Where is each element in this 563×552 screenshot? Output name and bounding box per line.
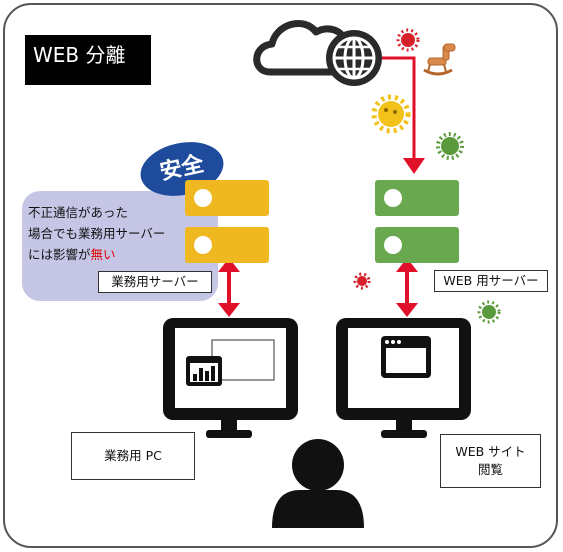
- business-server-unit-2: [185, 227, 269, 263]
- virus-icon: [477, 300, 501, 324]
- note-line-3-prefix: には影響が: [28, 247, 91, 262]
- server-led: [194, 189, 212, 207]
- business-server-unit-1: [185, 180, 269, 216]
- note-line-3: には影響が無い: [28, 244, 198, 265]
- web-browsing-label-line-1: WEB サイト: [455, 444, 526, 459]
- internet-connection-arrow: [382, 56, 425, 174]
- virus-icon: [396, 28, 420, 52]
- server-led: [194, 236, 212, 254]
- diagram-frame: [3, 3, 558, 548]
- note-line-3-highlight: 無い: [90, 247, 116, 262]
- virus-icon: [436, 132, 464, 160]
- web-server-unit-1: [375, 180, 459, 216]
- web-server-unit-2: [375, 227, 459, 263]
- globe-icon: [326, 30, 382, 86]
- rocking-horse-icon: [423, 43, 456, 76]
- business-server-label: 業務用サーバー: [98, 271, 212, 293]
- server-led: [384, 236, 402, 254]
- note-line-2: 場合でも業務用サーバー: [28, 226, 166, 241]
- isolation-note-text: 不正通信があった 場合でも業務用サーバー には影響が無い: [28, 202, 198, 265]
- business-pc-label: 業務用 PC: [71, 432, 195, 480]
- web-server-label: WEB 用サーバー: [434, 270, 548, 292]
- web-connection-arrow: [396, 258, 418, 317]
- server-led: [384, 189, 402, 207]
- web-browsing-label-line-2: 閲覧: [477, 462, 503, 477]
- virus-icon: [371, 94, 411, 134]
- chart-window-icon: [186, 339, 275, 386]
- business-connection-arrow: [218, 258, 240, 317]
- user-icon: [272, 439, 364, 528]
- web-browsing-label: WEB サイト 閲覧: [440, 434, 541, 488]
- browser-window-icon: [381, 336, 431, 378]
- diagram-title: WEB 分離: [25, 35, 151, 85]
- note-line-1: 不正通信があった: [28, 205, 129, 220]
- virus-icon: [353, 272, 371, 290]
